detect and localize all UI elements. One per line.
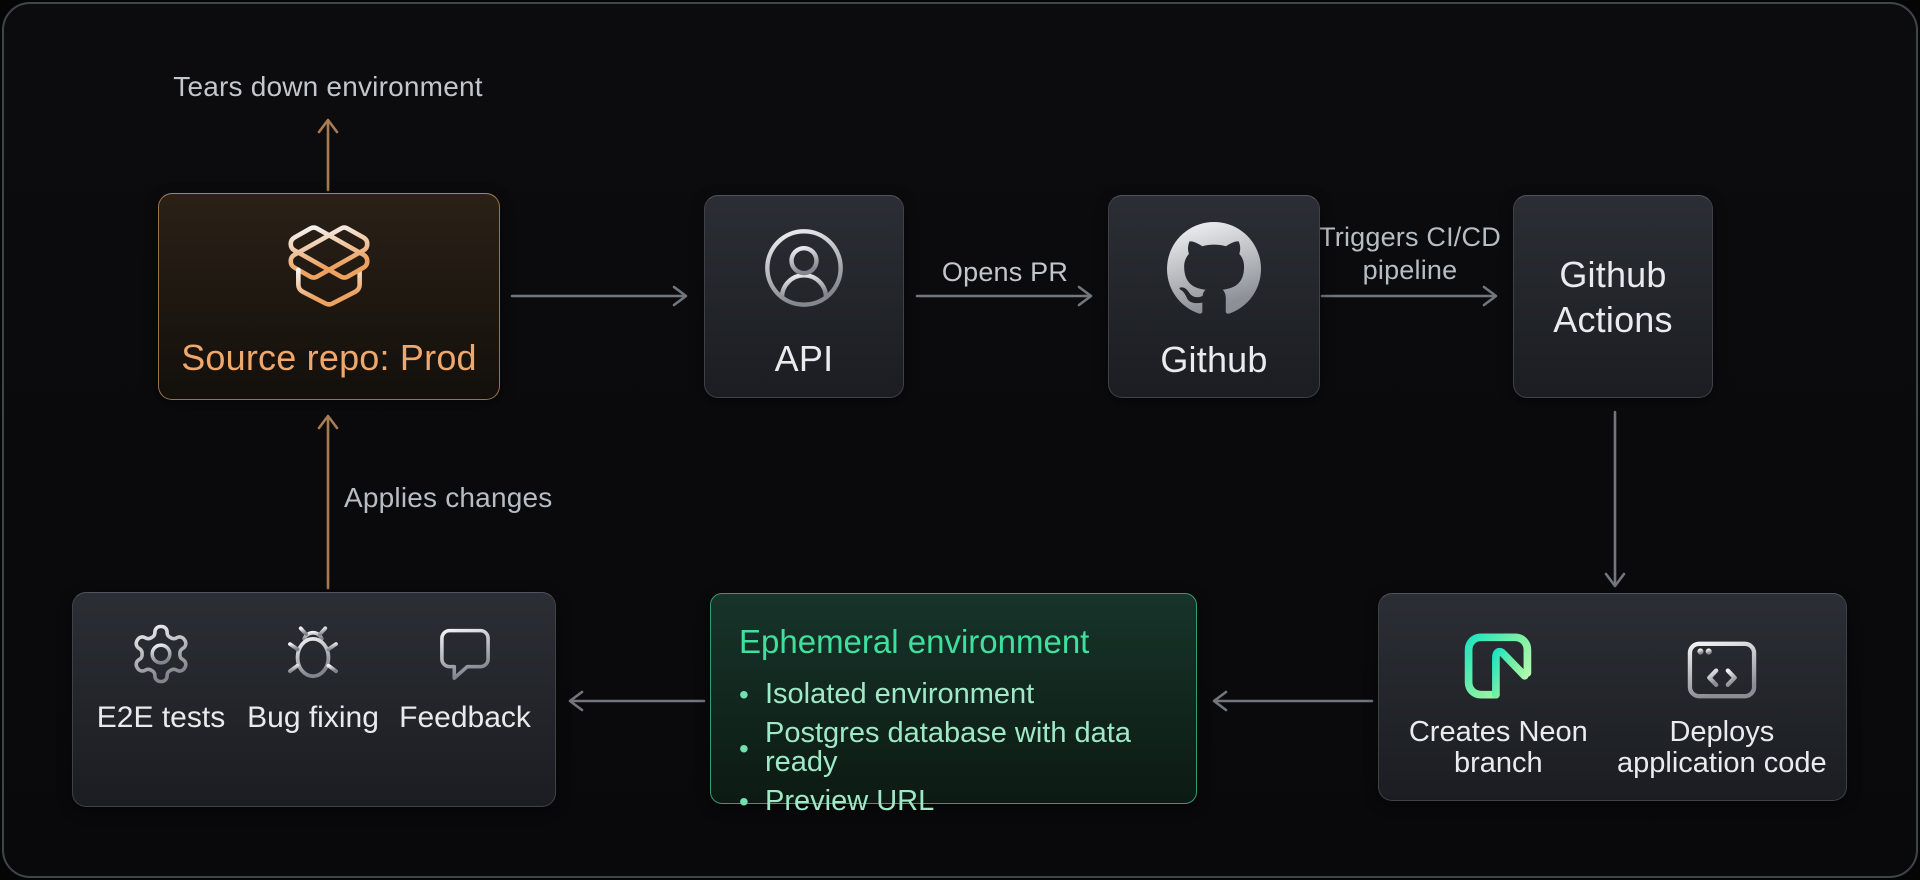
loop-item-label: E2E tests: [96, 701, 226, 734]
ephemeral-title: Ephemeral environment: [739, 623, 1090, 660]
node-feedback-loop: E2E tests Bug fixing: [72, 592, 556, 807]
edge-label-tears-down: Tears down environment: [173, 71, 483, 102]
github-actions-label: Github Actions: [1553, 253, 1673, 340]
ephemeral-bullet-list: • Isolated environment • Postgres databa…: [739, 680, 1196, 826]
api-label: API: [774, 338, 834, 379]
ephemeral-bullet: • Preview URL: [739, 785, 1196, 817]
bullet-dot: •: [739, 679, 749, 710]
ephemeral-bullet: • Postgres database with data ready: [739, 719, 1196, 777]
edge-label-triggers-pipeline: Triggers CI/CD pipeline: [1319, 222, 1501, 285]
loop-item-label: Feedback: [399, 701, 531, 734]
node-ephemeral-environment: Ephemeral environment • Isolated environ…: [710, 593, 1197, 816]
node-source-repo: Source repo: Prod: [158, 193, 500, 400]
node-github-actions: Github Actions: [1513, 195, 1713, 398]
bullet-dot: •: [739, 786, 749, 817]
chat-bubble-icon: [432, 619, 498, 689]
source-repo-label: Source repo: Prod: [181, 337, 477, 378]
loop-item-bug-fixing: Bug fixing: [239, 619, 387, 735]
bullet-dot: •: [739, 732, 749, 764]
neon-branch-label: Creates Neon branch: [1408, 716, 1588, 779]
deploy-code-label: Deploys application code: [1617, 716, 1827, 779]
gear-icon: [128, 619, 194, 689]
open-package-icon: [283, 220, 375, 317]
ephemeral-bullet-text: Isolated environment: [765, 678, 1035, 710]
loop-item-label: Bug fixing: [247, 701, 379, 734]
user-circle-icon: [760, 224, 848, 317]
ephemeral-bullet-text: Postgres database with data ready: [765, 717, 1131, 778]
neon-logo-icon: [1461, 627, 1535, 701]
loop-item-e2e-tests: E2E tests: [87, 619, 235, 735]
node-neon-deploy: Creates Neon branch Dep: [1378, 593, 1847, 801]
ephemeral-bullet-text: Preview URL: [765, 785, 935, 817]
edge-label-applies-changes: Applies changes: [344, 482, 553, 513]
node-github: Github: [1108, 195, 1320, 398]
github-icon: [1167, 222, 1261, 321]
node-api: API: [704, 195, 904, 398]
bug-icon: [278, 619, 348, 689]
github-label: Github: [1160, 339, 1268, 380]
neon-branch-item: Creates Neon branch: [1399, 627, 1598, 779]
ephemeral-bullet: • Isolated environment: [739, 678, 1196, 710]
edge-label-opens-pr: Opens PR: [941, 257, 1069, 287]
browser-code-icon: [1685, 627, 1759, 701]
loop-item-feedback: Feedback: [391, 619, 539, 735]
deploy-code-item: Deploys application code: [1598, 627, 1846, 779]
